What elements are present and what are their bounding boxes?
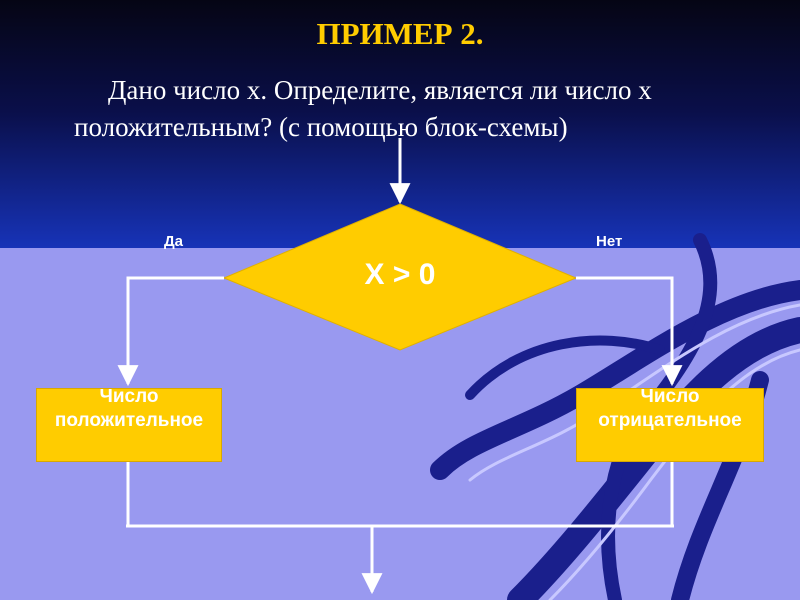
decision-condition: X > 0 xyxy=(364,258,436,291)
decision-diamond xyxy=(222,203,578,351)
subtitle-line-2: положительным? (с помощью блок-схемы) xyxy=(74,112,568,142)
slide-title: ПРИМЕР 2. xyxy=(316,16,484,51)
negative-result-box: Число отрицательное xyxy=(576,388,764,462)
no-branch-line xyxy=(576,276,683,387)
slide-subtitle: Дано число х. Определите, является ли чи… xyxy=(60,72,760,146)
subtitle-line-1: Дано число х. Определите, является ли чи… xyxy=(108,75,652,105)
positive-result-box: Число положительное xyxy=(36,388,222,462)
negative-result-text: Число отрицательное xyxy=(598,388,742,431)
no-label: Нет xyxy=(596,233,623,250)
yes-label: Да xyxy=(164,233,184,250)
yes-branch-line xyxy=(117,276,224,387)
positive-result-text: Число положительное xyxy=(54,388,204,431)
